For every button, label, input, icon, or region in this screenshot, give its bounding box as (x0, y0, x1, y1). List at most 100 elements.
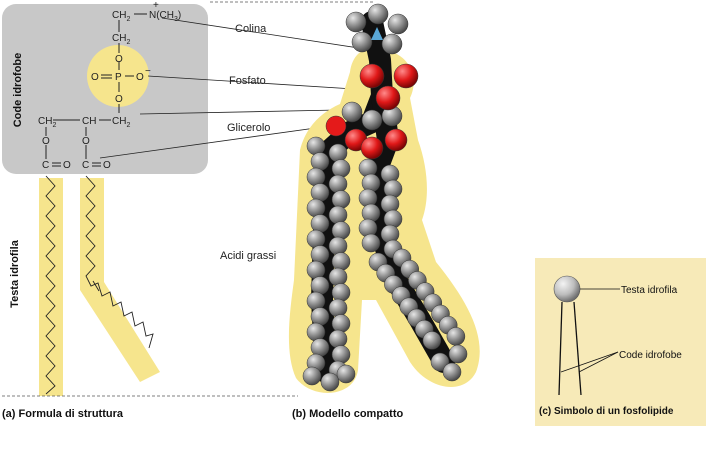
carbon-atom (328, 298, 348, 318)
carbon-atom (310, 245, 330, 264)
carbon-atom (331, 159, 351, 178)
carbon-atom (361, 233, 381, 253)
atom-ch2-second: CH2 (112, 33, 130, 46)
carbon-atom (448, 344, 468, 364)
carbon-atom (310, 276, 330, 295)
label-colina: Colina (235, 23, 267, 35)
atom-carbon-right: C (82, 160, 89, 171)
atom-oxygen-ester-right: O (82, 136, 90, 147)
carbon-atom (422, 331, 442, 350)
tail-band-kinked (80, 178, 160, 382)
carbon-atom (310, 338, 330, 357)
carbon-atom (310, 307, 330, 326)
phospholipid-symbol-panel: Testa idrofila Code idrofobe (c) Simbolo… (535, 258, 706, 426)
carbon-atom (328, 329, 348, 349)
carbon-atom (430, 352, 450, 372)
label-acidi-grassi: Acidi grassi (220, 250, 276, 262)
carbon-atom (446, 327, 466, 346)
carbon-atom (328, 236, 348, 256)
carbon-atom (306, 167, 326, 187)
carbon-atom (306, 260, 326, 280)
carbon-atom (331, 283, 351, 302)
carbon-atom (306, 136, 326, 156)
carbon-atom (328, 143, 348, 163)
atom-oxygen-top: O (115, 54, 123, 65)
atom-nitrogen: N(CH3) (149, 10, 181, 23)
carbon-atom (336, 364, 356, 384)
carbon-atom (331, 221, 351, 240)
symbol-tails-leader-left (560, 351, 619, 373)
carbon-atom (387, 13, 409, 35)
oxygen-atom (375, 85, 401, 111)
nitrogen-atom (371, 27, 383, 40)
formula-atoms: CH2 N(CH3) + CH2 O O P O − O CH2 CH CH2 … (38, 0, 181, 171)
atom-oxygen-ester-left: O (42, 136, 50, 147)
symbol-tail-right (573, 301, 582, 396)
oxygen-atom (393, 63, 419, 89)
atom-oxygen-bottom: O (115, 94, 123, 105)
tail-double-bond (92, 280, 100, 292)
guide-lines (2, 1, 375, 397)
label-code-idrofobe-vertical: Code idrofobe (12, 53, 24, 128)
carbon-atom (367, 3, 389, 25)
carbon-atom (328, 174, 348, 194)
oxygen-atom (325, 115, 347, 137)
atom-ch2-left: CH2 (38, 116, 56, 129)
atom-ch-middle: CH (82, 116, 96, 127)
oxygen-atom (359, 63, 385, 89)
caption-b: (b) Modello compatto (292, 408, 403, 420)
oxygen-atom (384, 128, 408, 152)
tail-band-straight (39, 178, 63, 396)
symbol-label-code-idrofobe: Code idrofobe (619, 350, 682, 361)
caption-c: (c) Simbolo di un fosfolipide (539, 406, 674, 417)
carbon-atom (310, 183, 330, 202)
space-filling-model (288, 3, 480, 393)
oxygen-charge: − (145, 66, 151, 77)
phosphate-highlight (87, 45, 149, 107)
carbon-atom (351, 31, 373, 53)
atom-ch2-top: CH2 (112, 10, 130, 23)
carbon-atom (381, 33, 403, 55)
tail-zigzag-kinked (85, 175, 154, 349)
atom-oxygen-left: O (91, 72, 99, 83)
nitrogen-charge: + (153, 0, 159, 11)
carbon-atom (361, 109, 383, 131)
carbon-atom (331, 314, 351, 333)
carbon-atom (331, 252, 351, 271)
formula-bonds (45, 13, 147, 167)
structural-formula: CH2 N(CH3) + CH2 O O P O − O CH2 CH CH2 … (2, 0, 208, 420)
carbon-atom (310, 152, 330, 171)
carbon-atom (328, 205, 348, 225)
carbon-atom (341, 101, 363, 123)
carbon-atom (306, 198, 326, 218)
label-glicerolo: Glicerolo (227, 122, 270, 134)
symbol-label-testa-idrofila: Testa idrofila (621, 285, 678, 296)
atom-carbon-left: C (42, 160, 49, 171)
label-testa-idrofila-vertical: Testa idrofila (9, 239, 21, 308)
carbon-atom (328, 267, 348, 287)
label-fosfato: Fosfato (229, 75, 266, 87)
atom-ch2-right: CH2 (112, 116, 130, 129)
atom-oxygen-right: O (136, 72, 144, 83)
symbol-tail-left (558, 301, 563, 396)
carbon-atom (302, 366, 322, 386)
carbon-atom (306, 291, 326, 311)
carbon-atom (306, 322, 326, 342)
symbol-head (553, 275, 581, 303)
carbon-atom (320, 372, 340, 392)
caption-a: (a) Formula di struttura (2, 408, 124, 420)
formula-tails (39, 175, 160, 396)
model-atoms (302, 3, 468, 392)
symbol-tails-leader-right (578, 351, 619, 373)
atom-oxygen-double-left: O (63, 160, 71, 171)
carbon-atom (331, 345, 351, 364)
leader-lines (99, 17, 386, 159)
carbon-atom (442, 362, 462, 382)
carbon-atom (310, 214, 330, 233)
oxygen-atom (360, 136, 384, 160)
atom-phosphorus: P (115, 72, 122, 83)
tail-zigzag-straight (45, 175, 56, 395)
atom-oxygen-double-right: O (103, 160, 111, 171)
carbon-atom (331, 190, 351, 209)
